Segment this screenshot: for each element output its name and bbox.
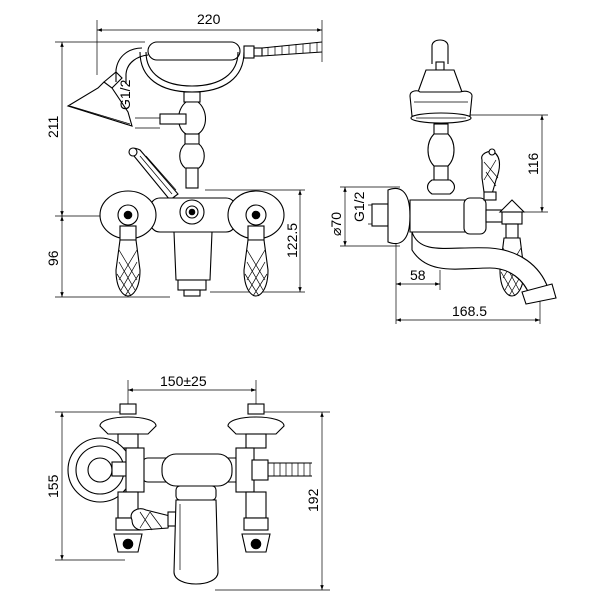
top-left-knob [113,533,143,553]
left-valve [99,190,157,241]
dimension-lower: 96 [45,216,170,298]
top-hose [268,462,312,477]
right-handle [243,239,269,297]
dimension-spacing: 150±25 [127,373,257,412]
dimension-overall: 192 [215,411,330,591]
right-valve [227,190,285,241]
thread-label-side: G1/2 [351,191,367,222]
dim-height-211: 211 [45,115,61,138]
side-column [426,123,456,195]
dimension-width: 220 [96,11,323,75]
dim-width-220: 220 [197,11,221,27]
hand-shower [66,41,323,127]
top-right-valve [243,491,269,531]
diverter-lever [128,147,179,201]
dimension-offset: 58 [395,240,441,324]
dimension-top-depth: 155 [45,411,125,561]
side-view: 116 ⌀70 G1/2 58 168.5 [328,39,557,324]
side-body [371,187,515,245]
left-handle [115,239,141,297]
dim-overall-192: 192 [305,488,321,512]
side-upper-handle [481,148,501,201]
top-diverter-lever [130,508,183,531]
front-view: 220 211 96 122.5 [45,11,323,298]
top-right-knob [241,533,271,553]
dim-side-116: 116 [525,152,541,175]
dimension-side-depth: 168.5 [396,295,541,324]
hose-ribs [267,42,318,56]
dim-outlet-122-5: 122.5 [284,223,300,258]
dimension-height: 211 [45,41,175,217]
side-shower-head [409,39,473,124]
mixer-body [149,197,237,297]
side-cap [498,199,526,225]
top-view: 150±25 155 192 [45,373,330,591]
top-body [125,447,269,493]
dim-depth-155: 155 [45,474,61,498]
top-spout [173,485,219,585]
side-spout [411,231,557,305]
top-right-connector [227,403,285,449]
dim-depth-168-5: 168.5 [452,303,487,319]
dim-offset-58: 58 [410,267,426,283]
top-left-connector [99,403,157,449]
thread-label-front: G1/2 [117,79,133,110]
riser-column [159,91,207,189]
dim-spacing-150: 150±25 [160,373,207,389]
dim-lower-96: 96 [45,250,61,266]
dim-diameter-70: ⌀70 [328,212,344,236]
dimension-diameter: ⌀70 [328,186,400,247]
